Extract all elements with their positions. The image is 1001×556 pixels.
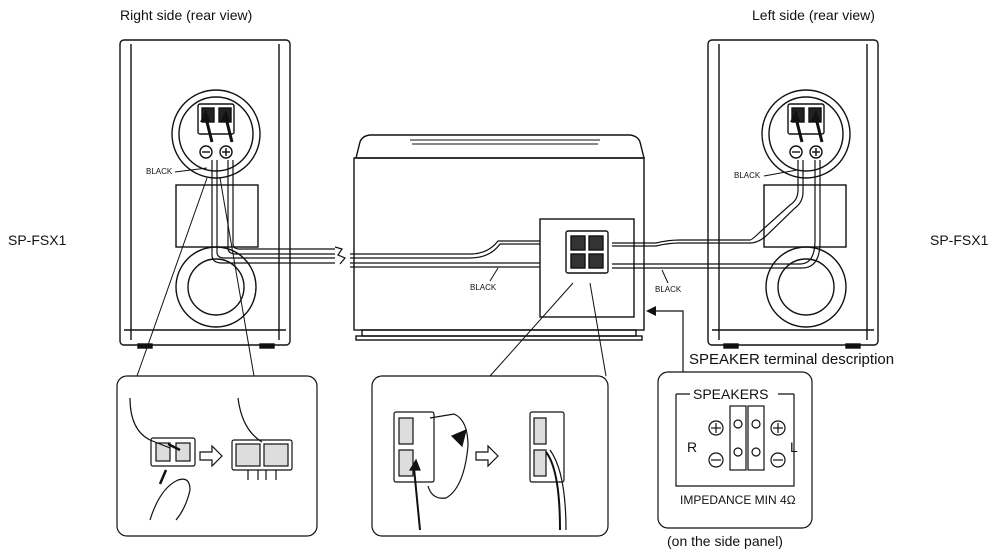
black-label-right-side: BLACK <box>146 167 173 176</box>
speaker-right-side <box>119 39 291 349</box>
speaker-terminal-panel <box>657 371 813 529</box>
side-panel-arrow <box>654 310 684 372</box>
arrows-left-side <box>790 110 824 143</box>
black-label-center-left: BLACK <box>470 283 497 292</box>
model-label-left: SP-FSX1 <box>8 232 67 248</box>
black-label-left-side: BLACK <box>734 171 761 180</box>
wire-right-speaker <box>211 160 346 265</box>
terminal-description-label: SPEAKER terminal description <box>689 351 895 368</box>
wire-center-right <box>612 239 750 269</box>
terminal-panel-r: R <box>687 439 697 455</box>
model-label-right: SP-FSX1 <box>930 232 989 248</box>
arrows-right-side <box>200 110 234 143</box>
side-panel-label: (on the side panel) <box>667 533 783 549</box>
wire-center-left <box>350 240 540 268</box>
right-side-label: Right side (rear view) <box>120 7 253 23</box>
wire-left-speaker <box>749 160 821 269</box>
speaker-left-side <box>707 39 879 349</box>
main-unit <box>353 134 645 341</box>
terminal-panel-title: SPEAKERS <box>693 386 768 402</box>
black-label-center-right: BLACK <box>655 285 682 294</box>
inset-speaker-terminal <box>116 375 318 537</box>
left-side-label: Left side (rear view) <box>752 7 875 23</box>
terminal-panel-l: L <box>790 439 798 455</box>
inset-unit-terminal <box>371 375 609 537</box>
terminal-panel-impedance: IMPEDANCE MIN 4Ω <box>680 493 796 507</box>
